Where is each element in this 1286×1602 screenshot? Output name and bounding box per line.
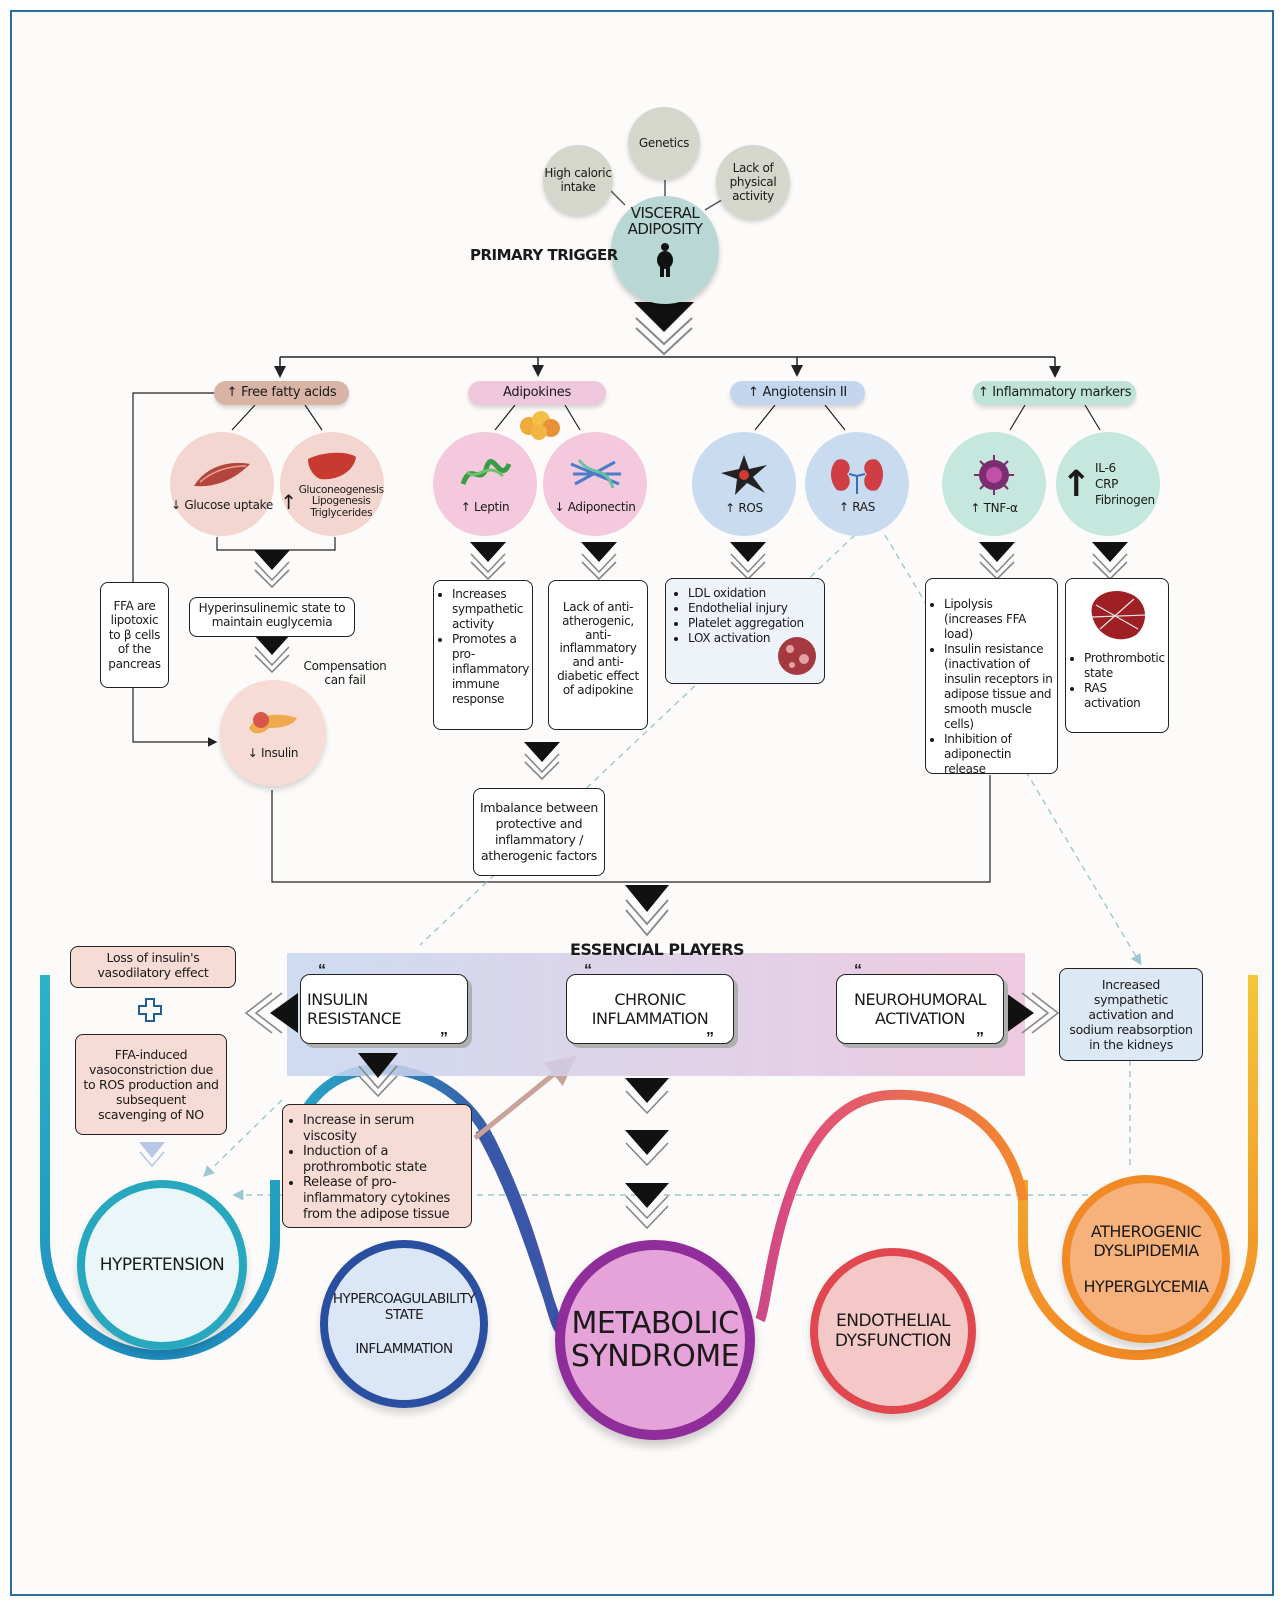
imbalance-box: Imbalance between protective and inflamm… [473, 788, 605, 876]
down-arrow-icon: ↓ [247, 746, 258, 760]
flow-arrow-chain [625, 1078, 669, 1230]
flow-arrow-imbalance [524, 742, 560, 780]
immune-cell-icon [974, 455, 1014, 495]
down-arrow-icon: ↓ [554, 500, 565, 514]
quote-open-icon: “ [584, 962, 592, 979]
leptin-effects-box: Increases sympathetic activityPromotes a… [433, 580, 533, 730]
pancreas-icon [249, 712, 297, 734]
flow-arrow-hyper [254, 635, 290, 673]
liver-icon [308, 452, 356, 479]
quote-close-icon: ” [440, 1030, 448, 1047]
compensation-label: Compensation can fail [303, 659, 387, 687]
adipocyte-icon [520, 411, 560, 440]
up-arrow-icon: ↑ [970, 501, 981, 515]
leptin-protein-icon [460, 459, 512, 485]
insulin-node: ↓ Insulin [220, 680, 326, 786]
up-arrow-icon: ↑ [838, 500, 849, 514]
loss-vasodilatory-box: Loss of insulin's vasodilatory effect [70, 946, 236, 988]
hyperinsulinemic-box: Hyperinsulinemic state to maintain eugly… [189, 597, 355, 637]
sympathetic-note-box: Increased sympathetic activation and sod… [1059, 968, 1203, 1061]
down-arrow-icon: ↓ [171, 498, 181, 512]
chronic-inflammation-box: CHRONIC INFLAMMATION [566, 974, 734, 1044]
cause-lack-activity: Lack of physical activity [716, 145, 790, 219]
tissue-icon [778, 637, 816, 675]
kidney-icon [831, 459, 883, 494]
endothelial-dysfunction-node: ENDOTHELIAL DYSFUNCTION [810, 1248, 976, 1414]
essential-players-title: ESSENCIAL PLAYERS [570, 940, 745, 959]
up-arrow-icon: ↑ [748, 385, 759, 400]
ir-effects-box: Increase in serum viscosityInduction of … [282, 1104, 472, 1228]
branch-adipokines: Adipokines [468, 381, 606, 405]
flow-arrow-markers [1092, 542, 1128, 580]
flow-arrow-tnf [979, 542, 1015, 580]
hypercoagulability-node: HYPERCOAGULABILITY STATE INFLAMMATION [320, 1240, 488, 1408]
branch-inflammatory: ↑ Inflammatory markers [973, 381, 1136, 405]
flow-arrow-1 [634, 302, 694, 356]
up-arrow-icon: ↑ [1061, 463, 1092, 505]
quote-close-icon: ” [706, 1030, 714, 1047]
flow-arrow-left [244, 992, 298, 1034]
branch-ffa: ↑ Free fatty acids [214, 381, 349, 405]
adiponectin-protein-icon [570, 459, 621, 489]
quote-open-icon: “ [854, 962, 862, 979]
person-icon [657, 242, 673, 277]
tnf-effects-box: Lipolysis (increases FFA load)Insulin re… [925, 578, 1058, 776]
lipotoxic-box: FFA are lipotoxic to β cells of the panc… [100, 582, 169, 688]
ros-effects-box: LDL oxidationEndothelial injuryPlatelet … [665, 578, 825, 684]
flow-arrow-leptin [470, 542, 506, 580]
insulin-resistance-box: INSULIN RESISTANCE [300, 974, 468, 1044]
flow-arrow-ffa [254, 550, 290, 588]
leptin-node: ↑ Leptin [433, 432, 537, 536]
adiponectin-effects-box: Lack of anti-atherogenic, anti-inflammat… [548, 580, 648, 730]
tnf-node: ↑ TNF-α [942, 432, 1046, 536]
adiponectin-node: ↓ Adiponectin [543, 432, 647, 536]
quote-close-icon: ” [976, 1030, 984, 1047]
cause-genetics: Genetics [628, 107, 700, 179]
flow-arrow-ros [730, 542, 766, 580]
branch-angiotensin: ↑ Angiotensin II [730, 381, 865, 405]
prothrombotic-box: Prothrombotic stateRAS activation [1065, 578, 1169, 733]
glucose-uptake-node: ↓ Glucose uptake [170, 432, 274, 536]
muscle-icon [194, 462, 250, 487]
ros-star-icon [721, 455, 767, 495]
up-arrow-icon: ↑ [725, 501, 735, 515]
flow-arrow-right [1006, 992, 1060, 1034]
clot-icon [1091, 591, 1147, 640]
visceral-adiposity-node: VISCERAL ADIPOSITY [611, 196, 719, 304]
flow-arrow-adipo [581, 542, 617, 580]
flow-arrow-ir [358, 1053, 398, 1098]
cause-high-caloric: High caloric intake [543, 145, 613, 215]
ras-node: ↑ RAS [805, 432, 909, 536]
up-arrow-icon: ↑ [280, 489, 297, 514]
flow-arrow-main [625, 885, 669, 937]
ros-node: ↑ ROS [692, 432, 796, 536]
primary-trigger-label: PRIMARY TRIGGER [470, 246, 618, 264]
up-arrow-icon: ↑ [226, 385, 238, 400]
up-arrow-icon: ↑ [977, 385, 989, 400]
metabolic-syndrome-node: METABOLIC SYNDROME [555, 1240, 755, 1440]
plus-icon [138, 998, 162, 1022]
up-arrow-icon: ↑ [460, 500, 471, 514]
atherogenic-node: ATHEROGENIC DYSLIPIDEMIA HYPERGLYCEMIA [1062, 1175, 1230, 1343]
neurohumoral-box: NEUROHUMORAL ACTIVATION [836, 974, 1004, 1044]
quote-open-icon: “ [318, 962, 326, 979]
ffa-vasoconstriction-box: FFA-induced vasoconstriction due to ROS … [75, 1034, 227, 1135]
hypertension-node: HYPERTENSION [77, 1180, 247, 1350]
flow-arrow-loss [139, 1142, 165, 1168]
